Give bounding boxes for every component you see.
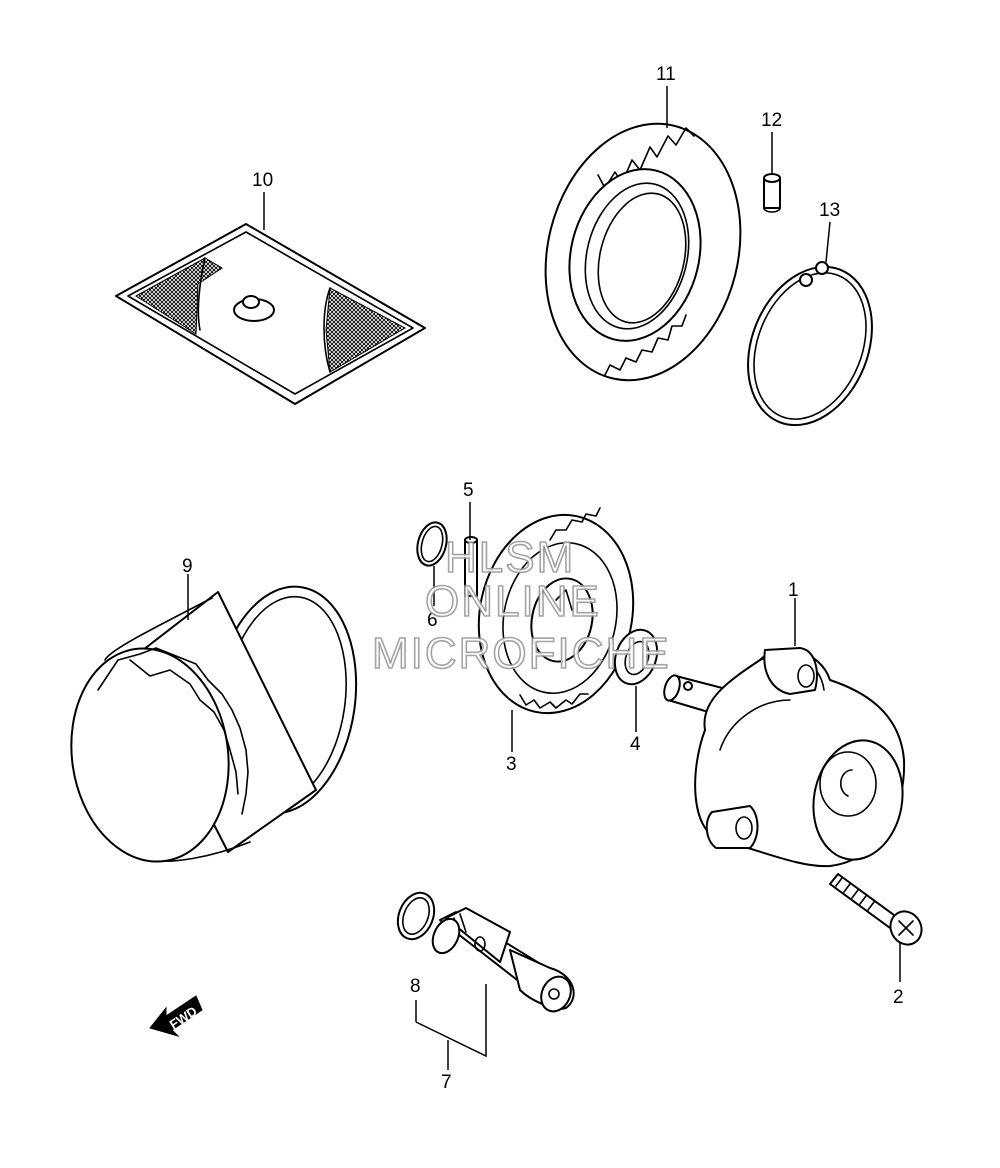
o-ring (396, 891, 436, 941)
starter-driven-gear (544, 122, 742, 382)
callout-5: 5 (463, 480, 474, 501)
watermark-line-2: ONLINE (425, 577, 601, 626)
watermark-line-1: HLSM (445, 533, 575, 582)
callout-12: 12 (761, 110, 782, 131)
fwd-arrow-icon: FWD (149, 995, 203, 1038)
oil-strainer (115, 223, 426, 405)
mounting-bolt (829, 873, 923, 946)
callout-1: 1 (788, 580, 799, 601)
callout-7: 7 (441, 1072, 452, 1093)
callout-11: 11 (656, 64, 676, 85)
callout-2: 2 (893, 987, 904, 1008)
callout-9: 9 (182, 556, 193, 577)
callout-10: 10 (252, 170, 273, 191)
callout-8: 8 (410, 976, 421, 997)
circlip-small (416, 521, 448, 567)
oil-filter (70, 585, 358, 863)
callout-6: 6 (427, 610, 438, 631)
circlip-large (747, 261, 873, 427)
leader-lines (187, 86, 901, 1070)
callout-4: 4 (630, 734, 641, 755)
callouts: 1 2 3 4 5 6 7 8 9 10 11 12 13 (182, 64, 904, 1093)
dowel-pin (763, 173, 781, 213)
oil-union (431, 907, 575, 1013)
callout-13: 13 (819, 200, 840, 221)
watermark-line-3: MICROFICHE (372, 629, 671, 678)
pump-pin (464, 536, 478, 597)
oil-pump-driven-gear (477, 507, 635, 715)
thrust-washer (613, 628, 659, 686)
callout-3: 3 (506, 754, 517, 775)
oil-pump-assembly (663, 647, 906, 868)
watermark: HLSM ONLINE MICROFICHE (371, 532, 671, 679)
